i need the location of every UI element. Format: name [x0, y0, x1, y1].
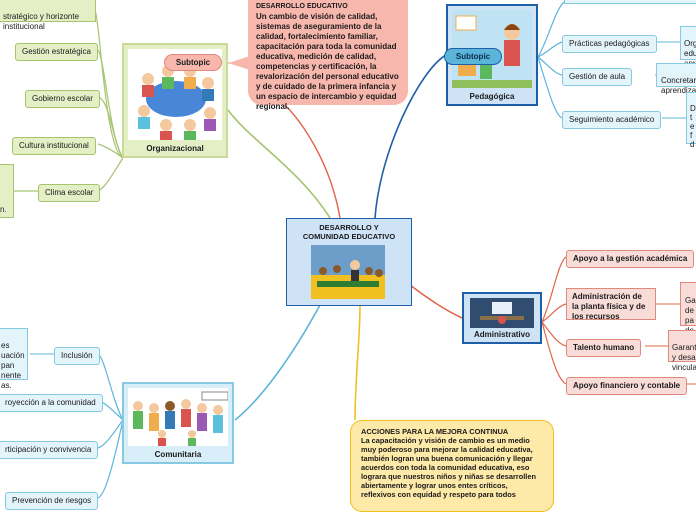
prevencion-riesgos-node[interactable]: Prevención de riesgos	[5, 492, 99, 510]
comunitaria-label: Comunitaria	[154, 450, 202, 459]
participacion-convivencia-node[interactable]: rticipación y convivencia	[0, 441, 99, 459]
note-heading: DESARROLLO EDUCATIVO	[256, 3, 348, 10]
subtopic-label: Subtopic	[455, 52, 491, 61]
seguimiento-note[interactable]: D t e f d	[686, 92, 696, 149]
pedagogica-subtopic[interactable]: Subtopic	[444, 48, 502, 65]
proyeccion-comunidad-node[interactable]: royección a la comunidad	[0, 394, 103, 412]
talento-humano-note[interactable]: Garant y desa vincula	[668, 330, 696, 372]
pedagogica-top-edge	[564, 0, 696, 4]
gobierno-escolar-node[interactable]: Gobierno escolar	[25, 90, 100, 108]
comunitaria-card[interactable]: Comunitaria	[122, 382, 234, 464]
students-photo-icon	[311, 245, 385, 299]
note-heading: ACCIONES PARA LA MEJORA CONTINUA	[361, 427, 509, 436]
administracion-note[interactable]: Ga de pa de	[680, 282, 696, 335]
office-image	[470, 298, 534, 328]
apoyo-gestion-academica-node[interactable]: Apoyo a la gestión académica	[566, 250, 695, 268]
meeting-illustration-icon	[138, 65, 216, 140]
practicas-note[interactable]: Org edu apr	[680, 26, 696, 68]
community-image	[128, 388, 228, 446]
clima-escolar-node[interactable]: Clima escolar	[38, 184, 101, 202]
pedagogica-label: Pedagógica	[469, 92, 515, 101]
inclusion-node[interactable]: Inclusión	[54, 347, 100, 365]
administrativo-label: Administrativo	[473, 330, 530, 339]
talento-humano-node[interactable]: Talento humano	[566, 339, 642, 357]
center-title: DESARROLLO Y COMUNIDAD EDUCATIVO	[302, 223, 396, 241]
note-body: La capacitación y visión de cambio es un…	[361, 436, 536, 499]
cultura-institucional-node[interactable]: Cultura institucional	[12, 137, 96, 155]
note-body: Un cambio de visión de calidad, sistemas…	[256, 12, 399, 111]
administrativo-card[interactable]: Administrativo	[462, 292, 542, 344]
practicas-pedagogicas-node[interactable]: Prácticas pedagógicas	[562, 35, 657, 53]
organizacional-label: Organizacional	[146, 144, 204, 153]
acciones-mejora-note[interactable]: ACCIONES PARA LA MEJORA CONTINUA La capa…	[350, 420, 554, 512]
seguimiento-academico-node[interactable]: Seguimiento académico	[562, 111, 662, 129]
clima-escolar-note[interactable]: n.	[0, 164, 14, 218]
center-topic-card[interactable]: DESARROLLO Y COMUNIDAD EDUCATIVO	[286, 218, 412, 306]
gestion-estrategica-node[interactable]: Gestión estratégica	[15, 43, 98, 61]
administracion-planta-node[interactable]: Administración de la planta física y de …	[566, 288, 656, 321]
inclusion-note[interactable]: es uación pan nente as.	[0, 328, 28, 390]
organizacional-top-text[interactable]: stratégico y horizonte institucional	[0, 0, 96, 31]
office-illustration-icon	[470, 298, 534, 328]
organizacional-subtopic[interactable]: Subtopic	[164, 54, 222, 71]
community-illustration-icon	[128, 388, 228, 446]
gestion-de-aula-node[interactable]: Gestión de aula	[562, 68, 633, 86]
desarrollo-educativo-note[interactable]: DESARROLLO EDUCATIVO Un cambio de visión…	[248, 0, 408, 111]
subtopic-label: Subtopic	[175, 58, 211, 67]
center-classroom-image	[311, 245, 385, 299]
gestion-aula-note[interactable]: Concretar aprendizaj	[656, 63, 696, 95]
apoyo-financiero-node[interactable]: Apoyo financiero y contable	[566, 377, 688, 395]
note-pointer	[228, 56, 250, 70]
